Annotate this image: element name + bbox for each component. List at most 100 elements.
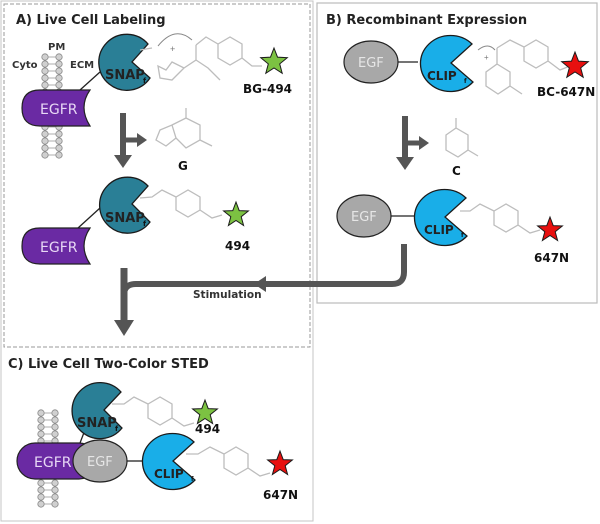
lipid-head [41,151,49,159]
lipid-head [51,409,59,417]
clip-tag: CLIP f [413,188,468,247]
lipid-head [55,60,63,68]
egfr-receptor: EGFR [21,227,92,265]
lipid-head [55,81,63,89]
c-label: C [452,164,461,178]
lipid-head [41,53,49,61]
snap-label: SNAP [105,68,145,83]
lipid-head [55,144,63,152]
lipid-head [55,53,63,61]
snap-tag: SNAP f [98,33,151,91]
dye-494-label: 494 [195,422,220,436]
pm-label: PM [48,42,65,53]
lipid-head [37,416,45,424]
snap-label: SNAP [105,211,145,226]
egf-label: EGF [351,210,377,225]
stimulation-arrow [114,244,407,336]
lipid-head [55,151,63,159]
bg-494-label: BG-494 [243,82,292,96]
reaction-arrow [396,116,429,170]
lipid-head [37,423,45,431]
cyto-label: Cyto [12,60,38,71]
stimulation-label: Stimulation [193,289,262,301]
benzyl-linker [112,396,195,427]
clip-subscript: f [461,232,464,239]
egfr-label: EGFR [40,102,78,118]
lipid-head [51,423,59,431]
green-star [191,398,219,425]
lipid-head [37,430,45,438]
egf-ligand: EGF [72,439,128,483]
panel-a-title: A) Live Cell Labeling [16,13,166,28]
clip-tag: CLIP f [141,432,196,491]
egf-ligand: EGF [343,40,399,84]
lipid-head [51,486,59,494]
egfr-label: EGFR [40,240,78,256]
egf-ligand: EGF [336,194,392,238]
snap-subscript: f [143,220,147,228]
reaction-arrow [114,113,147,168]
bg-494-substrate: + [139,33,262,81]
clip-label: CLIP [427,69,457,83]
benzyl-linker [460,203,541,234]
guanine-structure [155,108,213,149]
snap-tag: SNAP f [71,382,123,440]
benzyl-linker [139,189,223,219]
panel-outer-frame [0,0,314,522]
egfr-receptor: EGFR [21,89,92,127]
lipid-head [37,479,45,487]
panel-a-frame [3,3,311,348]
snap-subscript: f [143,77,147,85]
clip-label: CLIP [154,467,184,481]
lipid-head [37,493,45,501]
clip-tag: CLIP f [419,34,474,93]
lipid-head [41,74,49,82]
plus-sign: + [170,44,175,54]
lipid-head [37,500,45,508]
lipid-head [37,409,45,417]
cytosine-structure [445,118,479,158]
snap-label: SNAP [77,416,117,431]
ecm-label: ECM [70,60,94,71]
red-star [560,50,590,79]
lipid-head [51,493,59,501]
snap-subscript: f [115,425,119,433]
lipid-head [41,67,49,75]
clip-subscript: f [464,78,467,85]
panel-b-title: B) Recombinant Expression [326,13,527,28]
egfr-label: EGFR [34,455,72,471]
lipid-head [41,130,49,138]
clip-label: CLIP [424,223,454,237]
dye-647n-label: 647N [534,251,569,265]
benzyl-linker [186,446,271,477]
lipid-head [51,416,59,424]
lipid-head [41,137,49,145]
lipid-head [55,137,63,145]
g-label: G [178,159,188,173]
lipid-head [51,500,59,508]
lipid-head [51,479,59,487]
panel-b-frame [316,2,598,304]
lipid-head [55,130,63,138]
green-star [259,46,289,75]
bc-647n-label: BC-647N [537,85,595,99]
red-star [536,215,564,242]
dye-647n-label: 647N [263,488,298,502]
lipid-head [41,144,49,152]
panel-c-title: C) Live Cell Two-Color STED [8,357,209,372]
red-star [266,449,294,476]
snap-tag: SNAP f [99,176,151,234]
lipid-head [51,430,59,438]
green-star [222,200,250,227]
lipid-head [41,60,49,68]
lipid-head [37,486,45,494]
plus-sign: + [484,53,489,62]
egf-label: EGF [358,56,384,71]
bc-647n-substrate: + [477,39,571,95]
lipid-head [41,81,49,89]
clip-subscript: f [191,476,194,483]
egf-label: EGF [87,455,113,470]
lipid-head [55,67,63,75]
dye-494-label: 494 [225,239,250,253]
